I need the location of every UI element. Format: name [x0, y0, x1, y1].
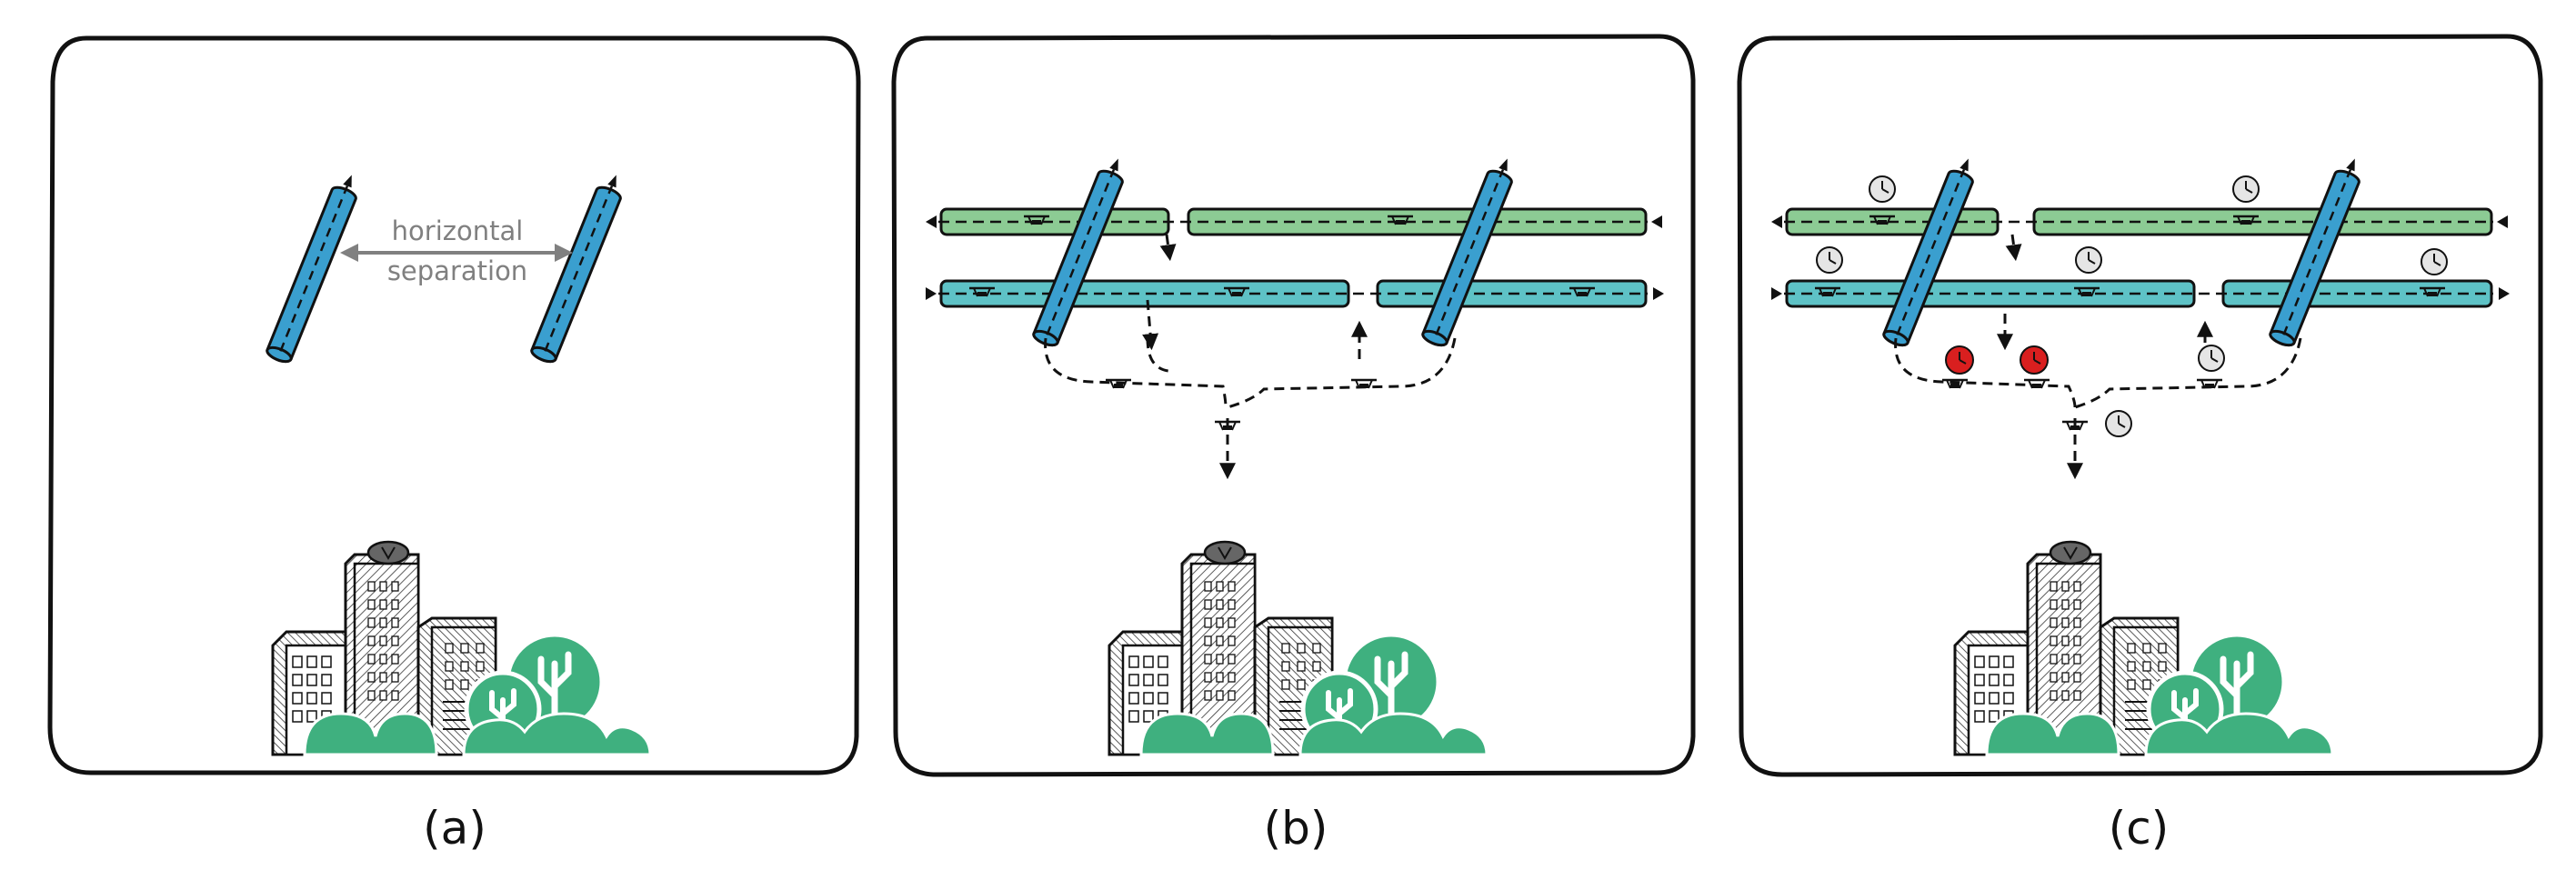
annotation-line-1: horizontal	[392, 215, 524, 246]
panel-a-caption: (a)	[423, 802, 486, 855]
clock-icon	[2105, 410, 2132, 437]
clock-icon	[1869, 175, 1896, 203]
panel-b: (b)	[891, 34, 1696, 855]
delayed-clock-icon	[2020, 345, 2049, 375]
clock-icon	[2198, 345, 2225, 372]
clock-icon	[2232, 175, 2260, 203]
panel-b-caption: (b)	[1264, 802, 1328, 855]
clock-icon	[2421, 248, 2448, 275]
clock-icon	[1816, 246, 1843, 274]
annotation-line-2: separation	[387, 255, 527, 286]
panel-a-frame	[47, 35, 861, 775]
clock-icon	[2075, 246, 2102, 274]
panel-c: (c)	[1737, 34, 2543, 855]
panel-a: horizontal separation (a)	[47, 35, 861, 855]
panel-c-caption: (c)	[2109, 802, 2170, 855]
delayed-clock-icon	[1945, 345, 1974, 375]
